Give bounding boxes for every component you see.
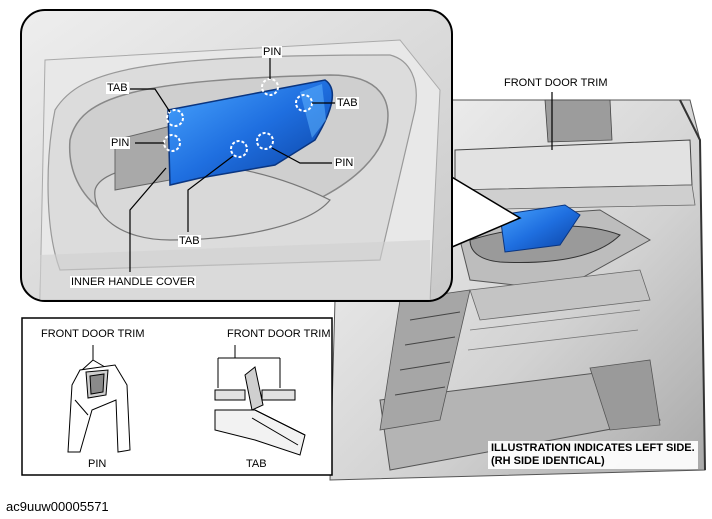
front-door-trim-label: FRONT DOOR TRIM	[503, 77, 609, 89]
detail-box	[21, 317, 333, 476]
inner-handle-cover-label: INNER HANDLE COVER	[70, 276, 197, 288]
detail-pin-trim-label: FRONT DOOR TRIM	[40, 328, 146, 340]
pin-label-left: PIN	[110, 137, 131, 149]
figure-code: ac9uuw00005571	[6, 499, 109, 514]
tab-marker-bottom	[230, 140, 248, 158]
note-line-2: (RH SIDE IDENTICAL)	[491, 455, 605, 467]
pin-marker-right	[256, 132, 274, 150]
pin-detail-drawing	[67, 345, 131, 453]
tab-marker-left	[166, 109, 184, 127]
tab-label-bottom: TAB	[178, 235, 201, 247]
pin-label-right: PIN	[334, 157, 355, 169]
tab-label-left: TAB	[106, 82, 129, 94]
tab-detail-drawing	[214, 345, 306, 456]
detail-tab-trim-label: FRONT DOOR TRIM	[226, 328, 332, 340]
pin-label-top: PIN	[262, 46, 283, 58]
callout-pointer	[439, 169, 522, 251]
detail-pin-caption: PIN	[88, 458, 107, 470]
pin-marker-left	[163, 134, 181, 152]
illustration-note: ILLUSTRATION INDICATES LEFT SIDE. (RH SI…	[488, 441, 698, 469]
detail-tab-caption: TAB	[246, 458, 267, 470]
note-line-1: ILLUSTRATION INDICATES LEFT SIDE.	[491, 442, 695, 454]
tab-label-right: TAB	[336, 97, 359, 109]
inner-handle-callout	[20, 9, 453, 302]
